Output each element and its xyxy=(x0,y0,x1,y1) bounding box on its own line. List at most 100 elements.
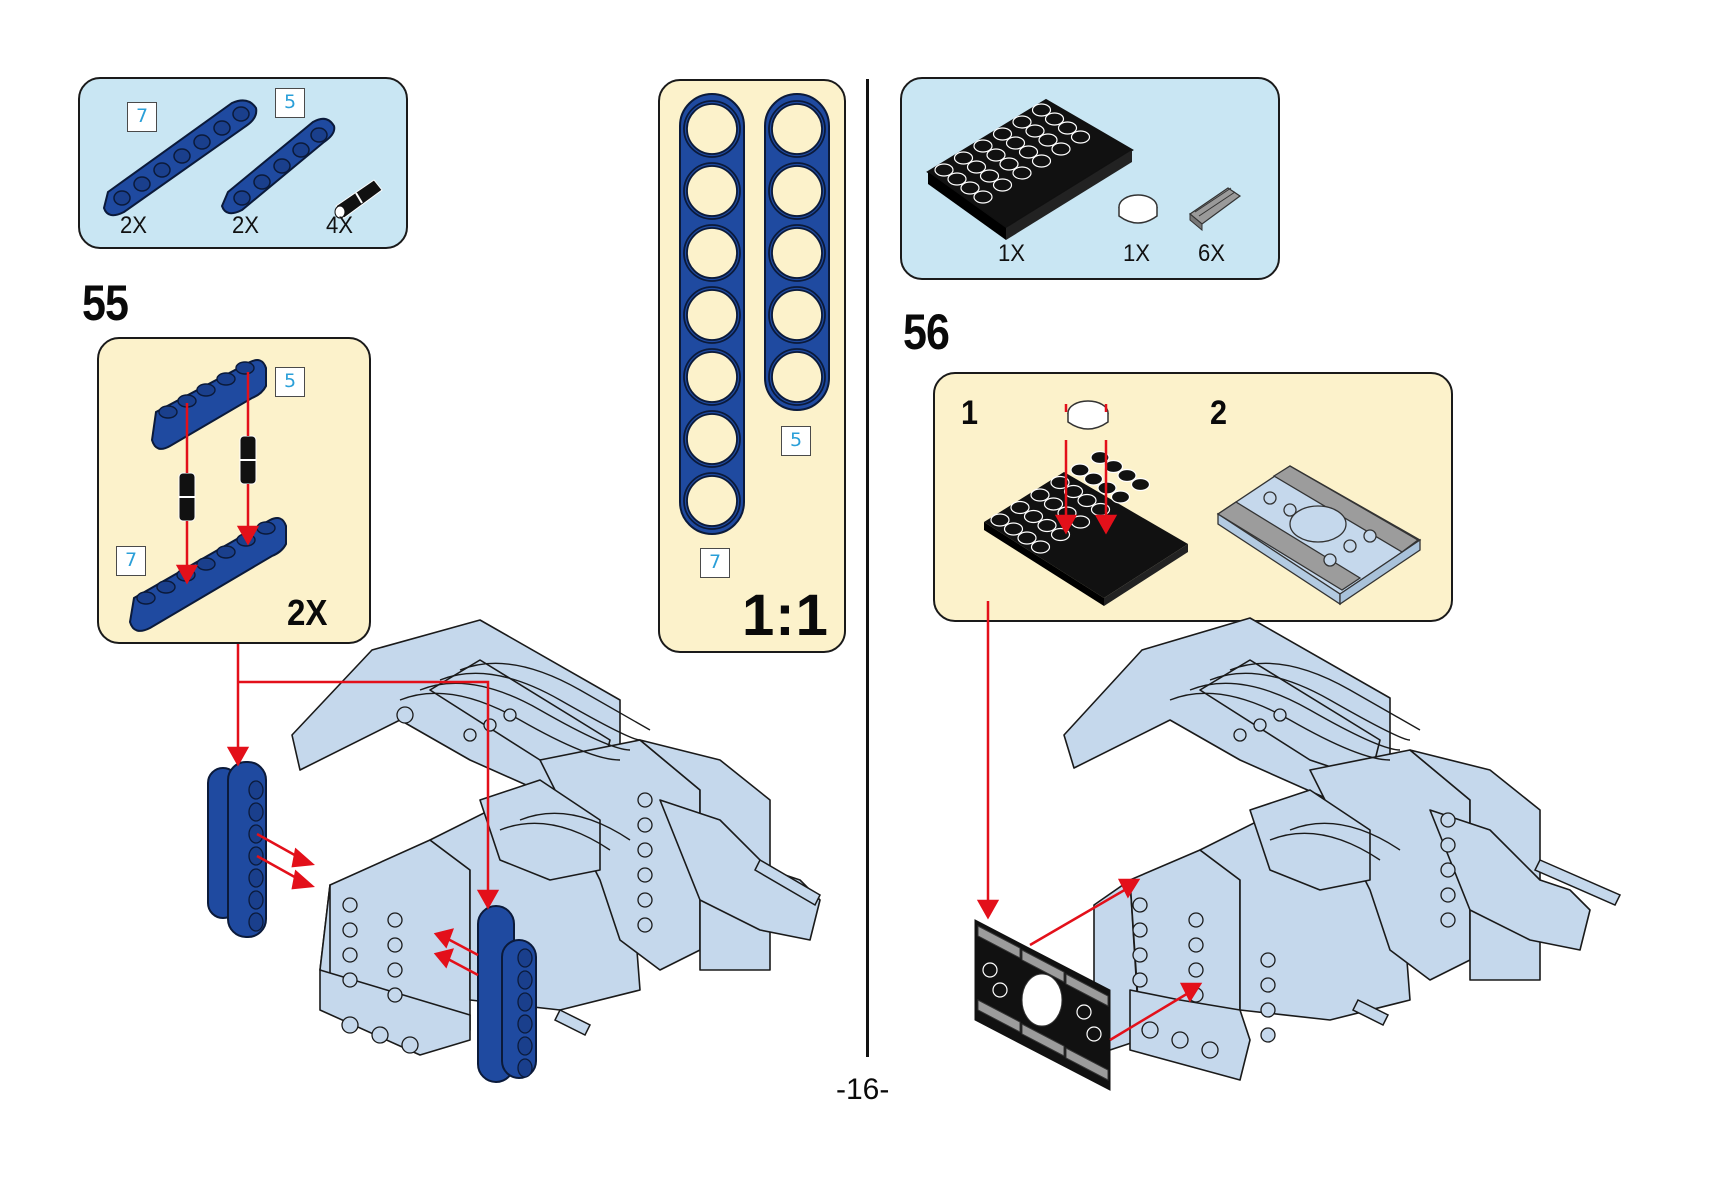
beam-length-label: 5 xyxy=(275,88,305,118)
beam-length-label: 7 xyxy=(127,102,157,132)
plate-stud xyxy=(1070,130,1091,144)
part-quantity: 2X xyxy=(232,212,260,239)
pin-part-icon xyxy=(334,179,383,219)
plate-stud xyxy=(1010,500,1030,515)
plate-stud xyxy=(1051,142,1071,156)
grille-plate-icon xyxy=(1216,465,1422,606)
part-quantity: 6X xyxy=(1198,240,1226,267)
stud-holes xyxy=(341,706,653,1054)
part-quantity: 4X xyxy=(326,212,354,239)
plate-stud xyxy=(947,172,967,186)
plate-stud xyxy=(1043,497,1064,511)
callout-arrow xyxy=(976,601,1203,1042)
beam-hole xyxy=(771,103,823,155)
blue-beam-pair-right xyxy=(477,905,537,1083)
beam-hole xyxy=(771,351,823,403)
page-divider xyxy=(866,79,869,1057)
beam-5-part-icon xyxy=(220,117,336,215)
axle-icon xyxy=(553,858,821,1037)
plate-stud xyxy=(1063,484,1084,499)
grille-tile-part-icon xyxy=(1189,187,1242,232)
beam-length-label: 7 xyxy=(700,548,730,578)
black-plate-part-icon xyxy=(926,98,1134,240)
plate-stud xyxy=(1083,472,1104,486)
plate-stud xyxy=(1025,124,1045,138)
plate-stud xyxy=(934,163,954,177)
blue-beam-pair-left xyxy=(207,761,267,938)
plate-stud xyxy=(1110,490,1131,504)
beam-hole xyxy=(686,165,738,217)
plate-stud xyxy=(1117,468,1137,483)
plate-stud xyxy=(1012,166,1032,180)
plate-stud xyxy=(979,169,1000,183)
plate-stud xyxy=(1077,493,1097,508)
axle-icon xyxy=(1351,859,1622,1027)
subassembly-multiplier: 2X xyxy=(287,592,328,633)
plate-stud xyxy=(1005,136,1026,150)
beam-hole xyxy=(771,165,823,217)
step-number: 56 xyxy=(903,304,950,360)
beam-length-label: 5 xyxy=(275,367,305,397)
plate-stud xyxy=(1038,133,1058,147)
stud-holes xyxy=(1132,708,1456,1059)
plate-stud xyxy=(1050,475,1070,490)
beam-hole xyxy=(686,413,738,465)
model-assembly xyxy=(1063,617,1591,1081)
scale-label: 1:1 xyxy=(742,583,829,648)
plate-stud xyxy=(1018,145,1039,159)
beam-5-icon xyxy=(150,359,267,450)
step-number: 55 xyxy=(82,275,129,331)
plate-stud xyxy=(999,157,1019,171)
plate-stud xyxy=(1031,154,1052,168)
beam-hole xyxy=(686,103,738,155)
plate-stud xyxy=(1037,518,1057,533)
plate-stud xyxy=(966,160,987,174)
plate-stud xyxy=(1003,522,1024,536)
plate-stud xyxy=(1057,121,1078,135)
page-number: -16- xyxy=(836,1073,890,1106)
beam-hole xyxy=(771,227,823,279)
assembly-arrow xyxy=(175,372,260,585)
plate-stud xyxy=(1044,112,1065,126)
round-tile-part-icon xyxy=(1118,194,1158,224)
plate-stud xyxy=(973,139,993,153)
plate-stud xyxy=(992,127,1013,141)
plate-stud xyxy=(986,148,1006,162)
plate-stud xyxy=(990,513,1010,527)
grille-plate-subassembly-icon xyxy=(974,919,1111,1091)
beam-length-label: 5 xyxy=(781,426,811,456)
plate-stud xyxy=(1030,540,1051,554)
plate-stud xyxy=(1023,509,1044,524)
plate-stud xyxy=(1130,477,1151,492)
plate-stud xyxy=(1030,488,1050,502)
plate-stud xyxy=(1103,459,1124,474)
plate-stud xyxy=(973,190,993,204)
beam-hole xyxy=(686,351,738,403)
beam-hole xyxy=(686,227,738,279)
beam-hole xyxy=(686,289,738,341)
plate-stud xyxy=(1031,103,1052,117)
plate-stud xyxy=(1017,531,1037,545)
plate-stud xyxy=(1090,450,1110,465)
plate-stud xyxy=(960,181,980,195)
part-quantity: 2X xyxy=(120,212,148,239)
part-quantity: 1X xyxy=(1123,240,1151,267)
plate-stud xyxy=(1070,463,1090,477)
beam-length-label: 7 xyxy=(116,546,146,576)
plate-stud xyxy=(1012,115,1032,129)
plate-stud xyxy=(992,178,1013,192)
beam-hole xyxy=(771,289,823,341)
scale-beam-7 xyxy=(679,93,745,535)
substep-number: 1 xyxy=(961,394,979,432)
scale-beam-5 xyxy=(764,93,830,411)
assembly-arrow xyxy=(1054,404,1118,535)
part-quantity: 1X xyxy=(998,240,1026,267)
beam-7-part-icon xyxy=(102,99,258,217)
callout-arrow xyxy=(226,644,500,977)
